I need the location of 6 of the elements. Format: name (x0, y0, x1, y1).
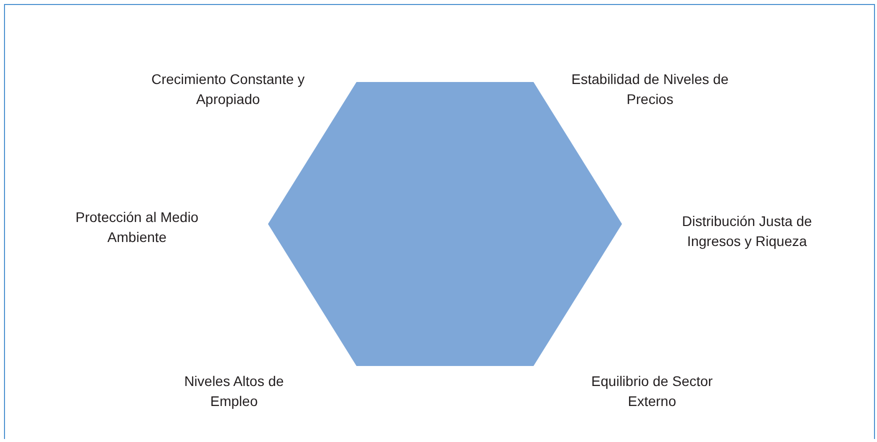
goal-label: Crecimiento Constante y Apropiado (150, 70, 306, 109)
goal-label: Niveles Altos de Empleo (183, 372, 285, 411)
goal-label: Equilibrio de Sector Externo (590, 372, 714, 411)
goal-label: Protección al Medio Ambiente (74, 208, 200, 247)
goal-label: Distribución Justa de Ingresos y Riqueza (681, 212, 813, 251)
goal-label: Estabilidad de Niveles de Precios (570, 70, 730, 109)
